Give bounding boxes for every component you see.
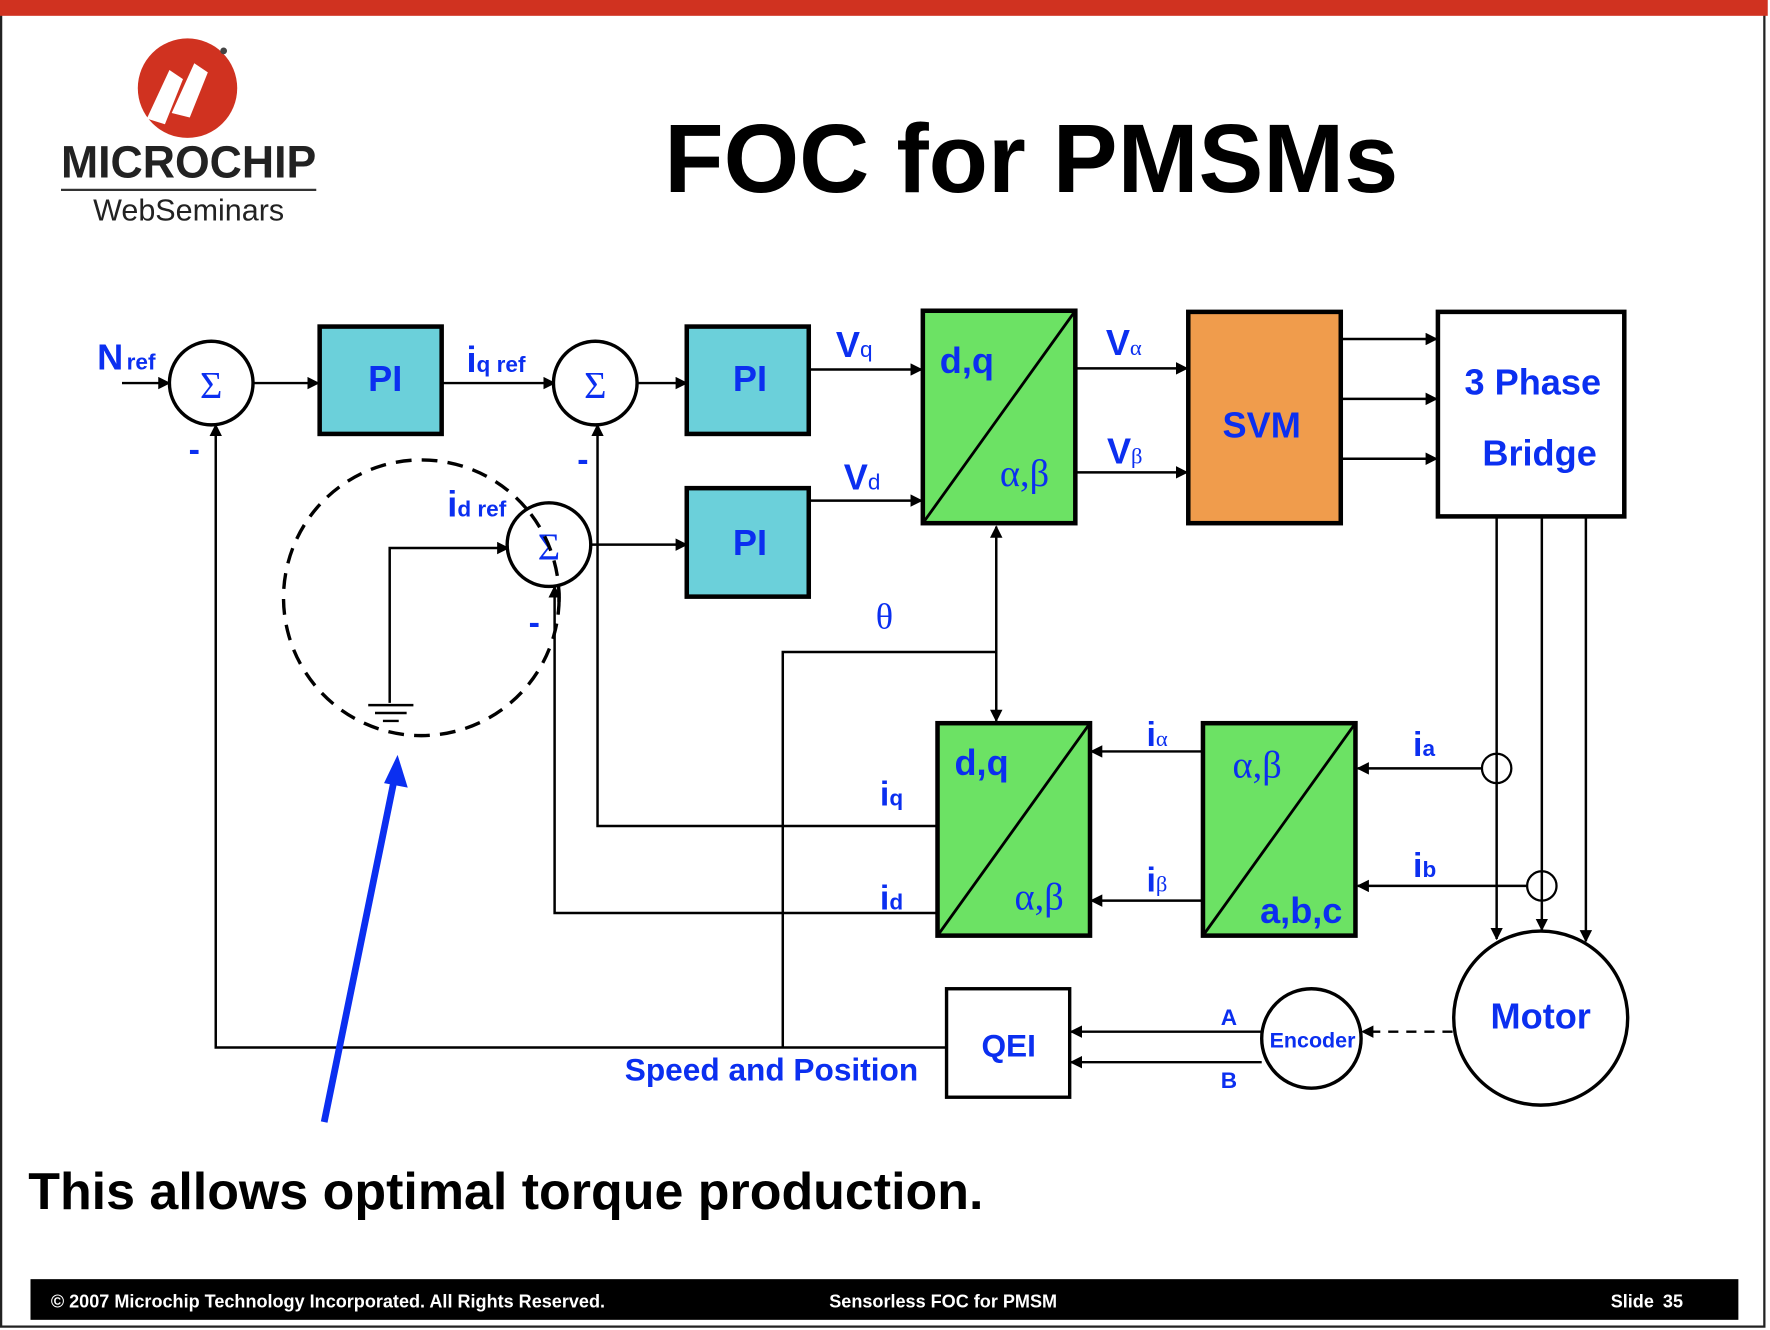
label-id-ref: id ref (447, 483, 506, 524)
motor-block: Motor (1452, 929, 1630, 1107)
footer-copyright: © 2007 Microchip Technology Incorporated… (51, 1291, 605, 1311)
svg-text:PI: PI (368, 358, 402, 399)
svg-text:Σ: Σ (200, 365, 222, 407)
label-valpha: Vα (1106, 322, 1142, 363)
label-vq: Vq (836, 324, 873, 365)
three-phase-bridge-block: 3 Phase Bridge (1435, 309, 1627, 519)
label-encoder-a: A (1221, 1005, 1237, 1030)
label-ibeta: iβ (1146, 862, 1167, 900)
svg-text:SVM: SVM (1223, 404, 1301, 445)
inverse-park-block: d,q α,β (920, 308, 1078, 526)
label-vd: Vd (844, 456, 881, 497)
current-sensor-a (1480, 752, 1513, 785)
label-ialpha: iα (1146, 716, 1167, 754)
pi-block-iq: PI (684, 324, 812, 437)
wires (121, 332, 1593, 1069)
svg-text:Σ: Σ (584, 365, 606, 407)
annotation-arrow (320, 754, 408, 1123)
minus-sign-id: - (529, 604, 540, 642)
svg-text:a,b,c: a,b,c (1260, 890, 1342, 931)
current-sensor-b (1526, 870, 1558, 902)
svg-text:PI: PI (733, 358, 767, 399)
svg-text:Motor: Motor (1491, 995, 1591, 1036)
clarke-block: α,β a,b,c (1200, 720, 1358, 938)
logo-sub: WebSeminars (93, 193, 284, 227)
park-block: d,q α,β (935, 720, 1093, 938)
svg-text:Encoder: Encoder (1270, 1028, 1356, 1052)
svm-block: SVM (1186, 309, 1344, 526)
svg-text:Bridge: Bridge (1482, 433, 1596, 474)
label-iq: iq (880, 776, 903, 814)
footer-bar: © 2007 Microchip Technology Incorporated… (30, 1279, 1739, 1320)
encoder-block: Encoder (1260, 987, 1363, 1090)
svg-text:α,β: α,β (1000, 453, 1049, 495)
svg-text:QEI: QEI (981, 1028, 1035, 1064)
svg-text:3 Phase: 3 Phase (1464, 361, 1601, 402)
pi-block-id: PI (684, 485, 812, 599)
minus-sign-speed: - (189, 431, 200, 469)
microchip-logo-icon (137, 38, 238, 138)
label-theta: θ (876, 596, 893, 636)
pi-block-speed: PI (317, 324, 444, 437)
sum-junction-iq: Σ (551, 339, 639, 427)
slide-caption: This allows optimal torque production. (28, 1163, 983, 1221)
page-title: FOC for PMSMs (664, 104, 1398, 213)
svg-text:d,q: d,q (940, 340, 994, 381)
svg-text:d,q: d,q (954, 742, 1008, 783)
label-encoder-b: B (1221, 1068, 1237, 1093)
label-speed-position: Speed and Position (625, 1051, 918, 1087)
qei-block: QEI (944, 987, 1072, 1099)
svg-text:α,β: α,β (1233, 744, 1282, 786)
label-id: id (880, 880, 903, 918)
microchip-logo: MICROCHIP WebSeminars (60, 38, 316, 227)
label-ia: ia (1413, 726, 1435, 764)
sum-junction-speed: Σ (167, 339, 255, 427)
label-vbeta: Vβ (1107, 430, 1143, 471)
label-iq-ref: iq ref (467, 339, 526, 380)
top-bar (0, 0, 1768, 16)
footer-course: Sensorless FOC for PMSM (829, 1291, 1057, 1311)
minus-sign-iq: - (577, 441, 588, 479)
logo-brand: MICROCHIP (61, 136, 316, 187)
svg-text:PI: PI (733, 522, 767, 563)
label-ib: ib (1413, 847, 1436, 885)
svg-text:α,β: α,β (1015, 877, 1064, 919)
